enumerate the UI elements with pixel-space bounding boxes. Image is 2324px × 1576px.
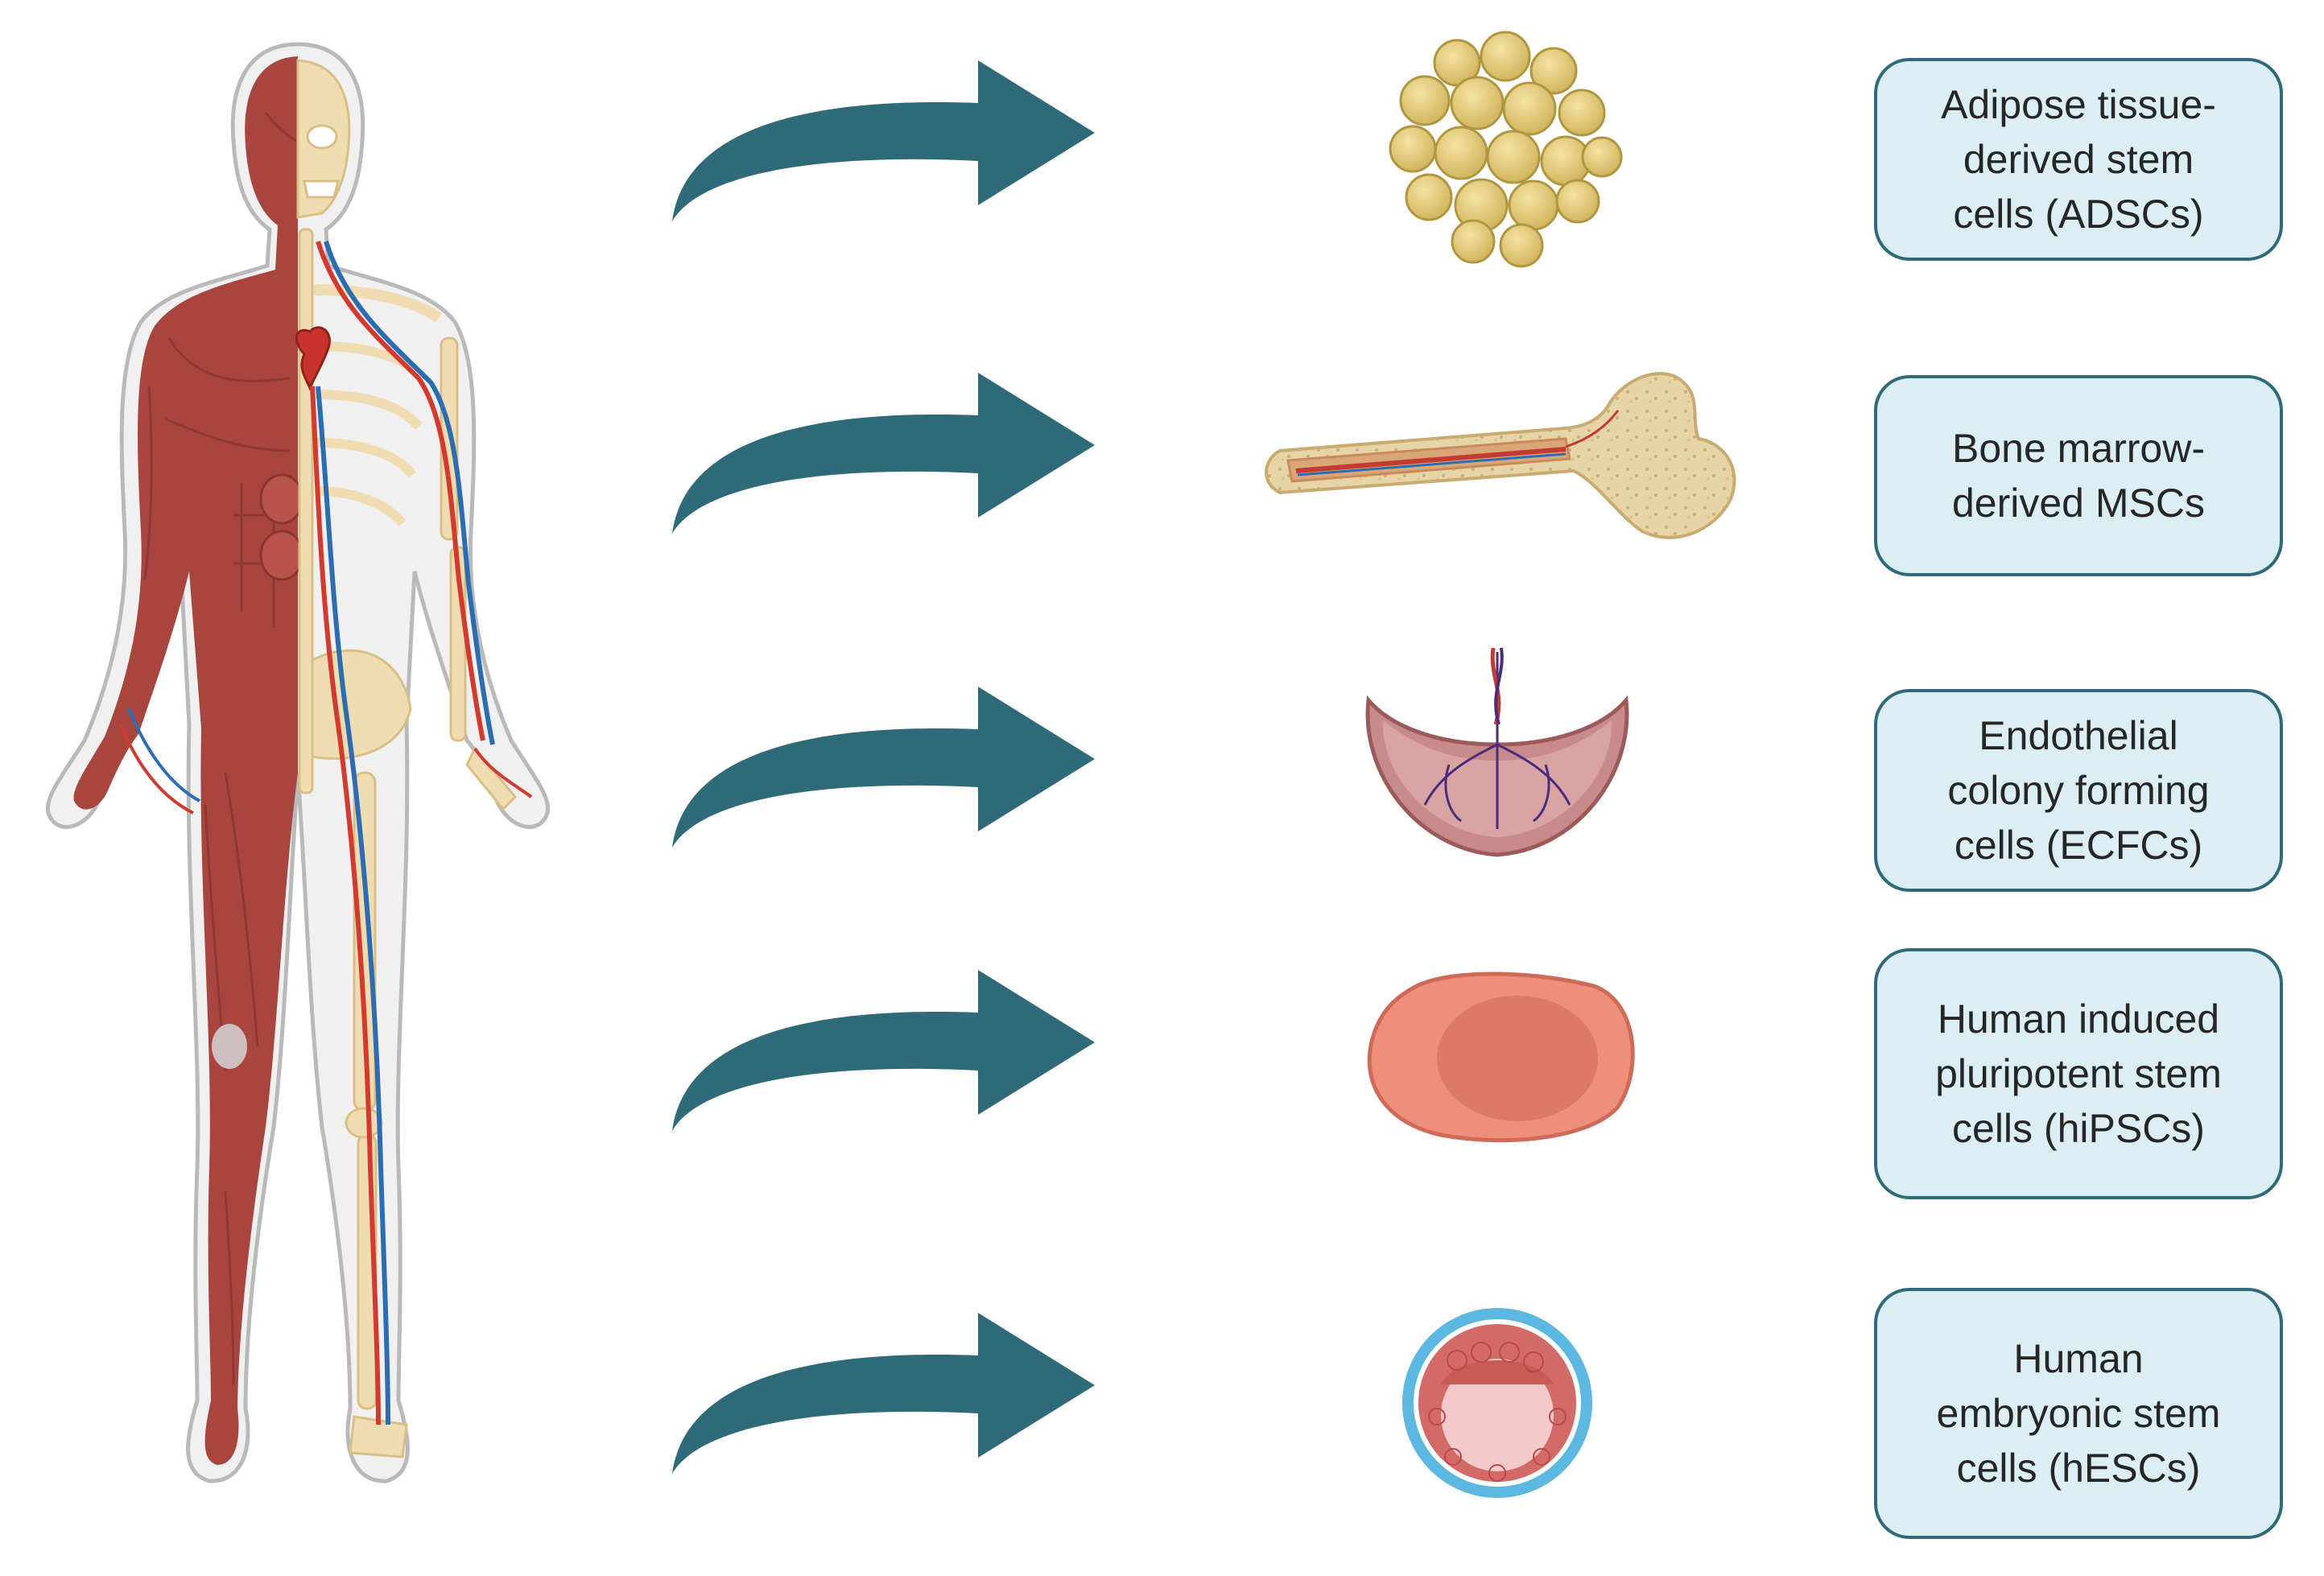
- label-text-bm-mscs: Bone marrow- derived MSCs: [1952, 426, 2205, 526]
- label-box-adscs: Adipose tissue- derived stem cells (ADSC…: [1874, 58, 2283, 261]
- human-body-illustration: [45, 42, 551, 1483]
- fat-cluster-icon: [1389, 31, 1623, 268]
- placenta-icon: [1365, 647, 1629, 857]
- cell-icon: [1367, 972, 1635, 1143]
- label-box-hipscs: Human induced pluripotent stem cells (hi…: [1874, 948, 2283, 1199]
- label-text-ecfcs: Endothelial colony forming cells (ECFCs): [1947, 713, 2210, 868]
- label-box-bm-mscs: Bone marrow- derived MSCs: [1874, 375, 2283, 576]
- long-bone-icon: [1265, 372, 1736, 539]
- arrow-2: [672, 373, 1095, 534]
- blastocyst-icon: [1402, 1308, 1592, 1498]
- label-text-hipscs: Human induced pluripotent stem cells (hi…: [1935, 996, 2222, 1151]
- arrow-5: [672, 1313, 1095, 1474]
- label-box-hescs: Human embryonic stem cells (hESCs): [1874, 1288, 2283, 1539]
- label-text-hescs: Human embryonic stem cells (hESCs): [1936, 1336, 2221, 1491]
- arrows: [672, 60, 1095, 1474]
- arrow-1: [672, 60, 1095, 221]
- label-text-adscs: Adipose tissue- derived stem cells (ADSC…: [1941, 82, 2216, 237]
- arrow-3: [672, 687, 1095, 848]
- label-box-ecfcs: Endothelial colony forming cells (ECFCs): [1874, 689, 2283, 892]
- arrow-4: [672, 970, 1095, 1131]
